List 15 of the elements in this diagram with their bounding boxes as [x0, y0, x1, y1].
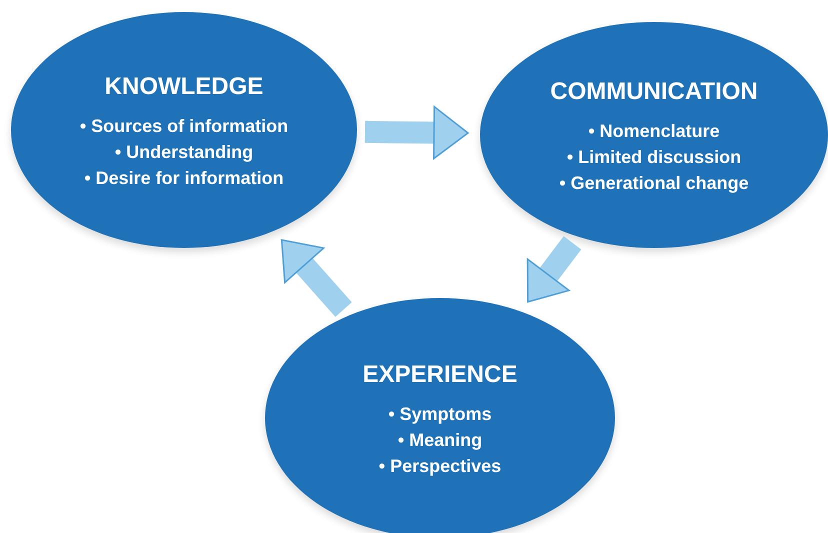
bullet-item: • Limited discussion [566, 146, 742, 169]
bullet-item: • Meaning [398, 429, 482, 452]
bullet-item: • Desire for information [84, 167, 284, 190]
bullet-item: • Sources of information [80, 115, 288, 138]
bullet-item: • Generational change [559, 172, 749, 195]
arrow [280, 239, 352, 317]
bullet-item: • Perspectives [378, 455, 502, 478]
node-heading: EXPERIENCE [362, 360, 518, 390]
bullet-item: • Symptoms [388, 403, 492, 426]
arrow [364, 106, 469, 160]
arrow [526, 236, 582, 303]
node-heading: COMMUNICATION [550, 77, 758, 107]
bullet-item: • Nomenclature [588, 120, 720, 143]
node-heading: KNOWLEDGE [104, 72, 264, 102]
bullet-item: • Understanding [114, 141, 254, 164]
